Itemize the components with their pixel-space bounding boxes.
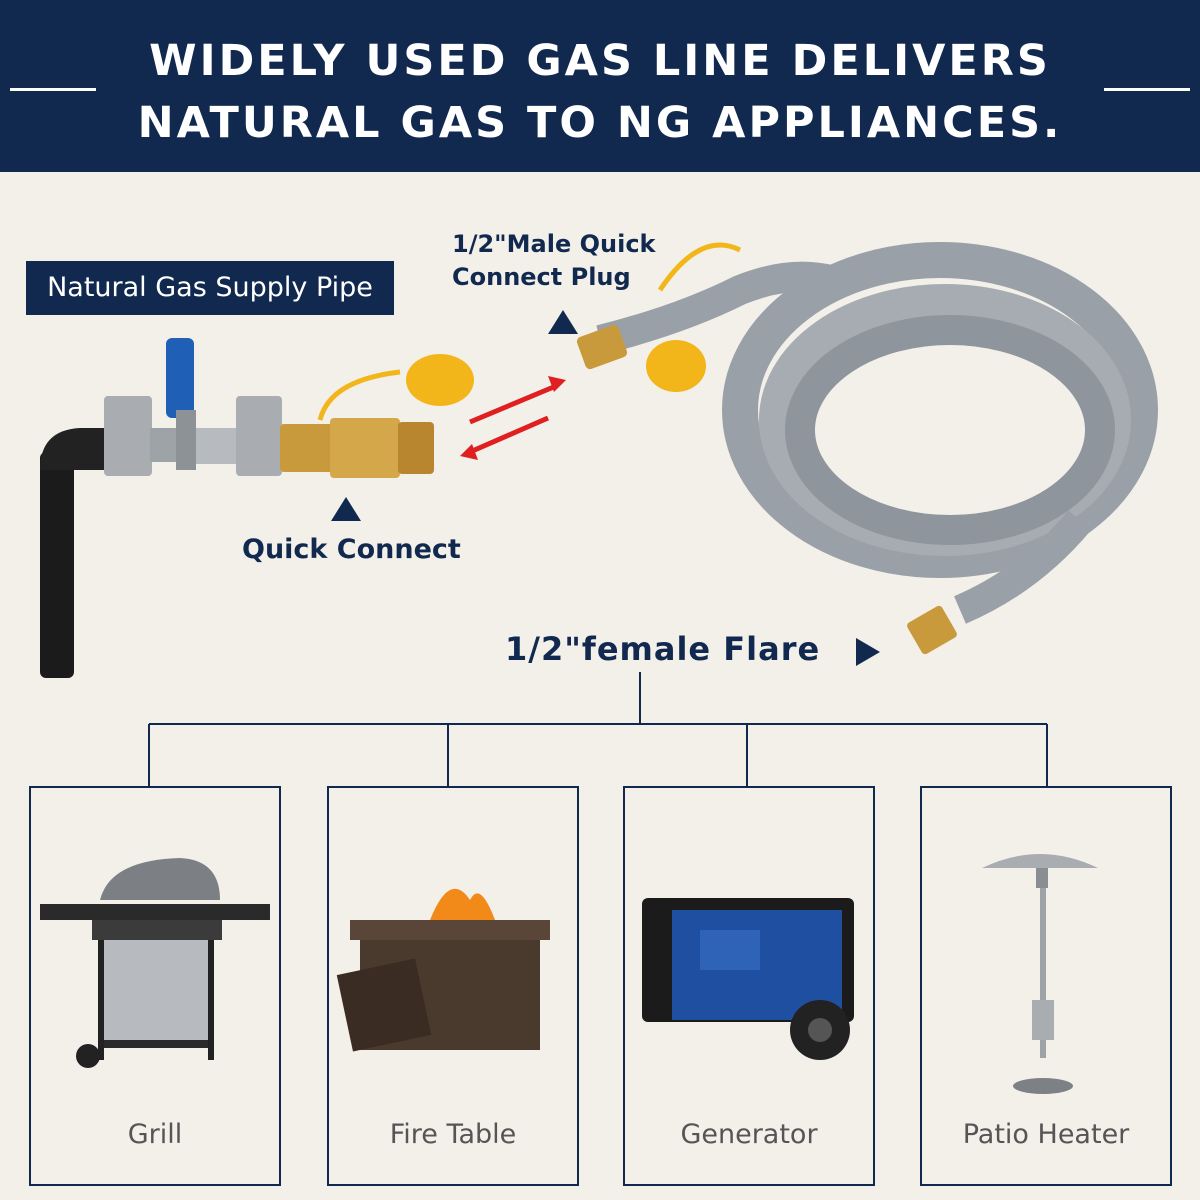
quick-connect-pointer-icon xyxy=(331,497,361,521)
appliance-label: Generator xyxy=(680,1119,818,1150)
supply-pipe-icon xyxy=(40,338,474,678)
quick-connect-label: Quick Connect xyxy=(242,534,461,565)
connection-arrows-icon xyxy=(460,376,566,460)
appliance-label: Fire Table xyxy=(389,1119,517,1150)
appliance-card-generator: Generator xyxy=(623,786,875,1186)
appliance-card-patio-heater: Patio Heater xyxy=(920,786,1172,1186)
male-plug-pointer-icon xyxy=(548,310,578,334)
male-plug-callout: 1/2"Male Quick Connect Plug xyxy=(452,228,656,294)
appliance-card-fire-table: Fire Table xyxy=(327,786,579,1186)
male-plug-label-line2: Connect Plug xyxy=(452,263,631,291)
banner-title-line1: WIDELY USED GAS LINE DELIVERS xyxy=(149,36,1051,86)
appliance-label: Patio Heater xyxy=(962,1119,1130,1150)
distribution-lines xyxy=(148,672,1048,786)
patio-heater-icon xyxy=(982,854,1098,1094)
female-flare-pointer-icon xyxy=(856,638,880,666)
banner-title: WIDELY USED GAS LINE DELIVERS NATURAL GA… xyxy=(0,30,1200,154)
banner-divider-left xyxy=(10,88,96,91)
banner-divider-right xyxy=(1104,88,1190,91)
appliance-card-grill: Grill xyxy=(29,786,281,1186)
appliance-label: Grill xyxy=(127,1119,183,1150)
header-banner: WIDELY USED GAS LINE DELIVERS NATURAL GA… xyxy=(0,0,1200,172)
male-plug-label-line1: 1/2"Male Quick xyxy=(452,230,656,258)
generator-icon xyxy=(642,898,854,1060)
supply-pipe-label: Natural Gas Supply Pipe xyxy=(26,261,394,315)
grill-icon xyxy=(40,858,270,1068)
fire-table-icon xyxy=(336,888,550,1052)
gas-hose-icon xyxy=(576,242,1158,655)
female-flare-label: 1/2"female Flare xyxy=(505,630,821,668)
banner-title-line2: NATURAL GAS TO NG APPLIANCES. xyxy=(137,98,1063,148)
